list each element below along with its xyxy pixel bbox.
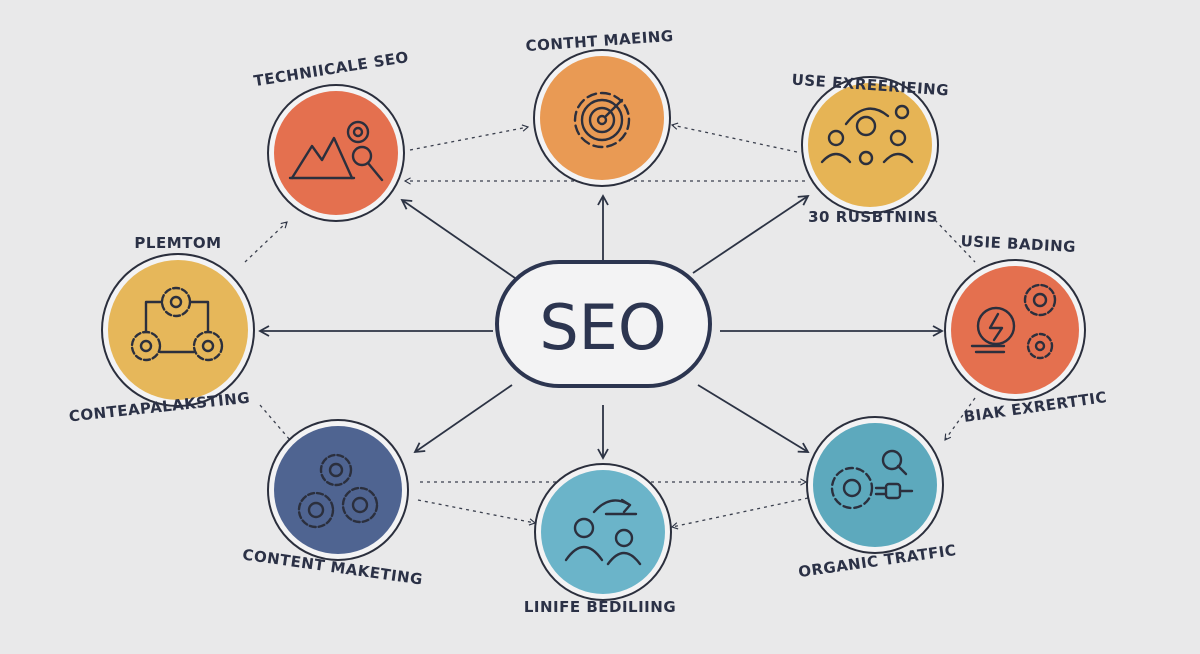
node-left-label-top: PLEMTOM [134,234,221,252]
three-gears-icon [297,453,379,529]
dotted-contentbottom-to-bottom [417,499,537,526]
node-left: PLEMTOM CONTEAPALAKSTING [68,234,255,425]
arrow-to-user-exp [692,194,810,274]
node-bottom-label: LINIFE BEDILIING [524,598,676,616]
node-right: USIE BADING BIAK EXRERTTIC [944,232,1108,426]
arrow-to-technical [400,198,516,279]
node-user-exp-label-bottom: 30 RUSBTNINS [808,208,938,226]
node-content-bottom: CONTENT MAKETING [241,419,424,589]
node-bottom: LINIFE BEDILIING [524,463,676,616]
node-left-circle [108,260,248,400]
dotted-left-to-content-bottom [259,404,291,441]
node-user-experience: USE EXREERIEING 30 RUSBTNINS [791,71,950,226]
seo-hub: SEO [495,260,712,388]
node-content-top: CONTHT MAEING [525,27,674,187]
node-technical-seo: TECHNIICALE SEO [252,48,410,222]
gears-lightning-icon [970,283,1057,360]
node-technical-circle [274,91,398,215]
mountain-gear-search-icon [288,120,384,182]
dotted-left-to-technical [244,221,288,263]
node-right-circle [951,266,1079,394]
node-technical-label: TECHNIICALE SEO [252,48,410,90]
arrow-to-content-bottom [413,384,513,454]
dotted-user-to-content [670,122,798,153]
dotted-technical-to-content [409,124,530,151]
gears-network-icon [130,286,224,362]
people-network-icon [820,104,914,166]
node-content-top-circle [540,56,664,180]
dotted-user-to-right [934,219,976,263]
dotted-organic-to-bottom [670,497,809,530]
node-organic-traffic: ORGANIC TRATFIC [797,416,957,581]
node-organic-circle [813,423,937,547]
dotted-right-to-organic [944,397,976,441]
gear-plug-icon [830,449,914,510]
node-right-label-top: USIE BADING [960,232,1076,256]
gear-target-icon [573,91,631,149]
arrow-to-organic [697,384,810,453]
seo-hub-label: SEO [539,291,666,364]
node-bottom-circle [541,470,665,594]
node-user-exp-circle [808,83,932,207]
people-exchange-icon [564,498,642,566]
node-content-bottom-circle [274,426,402,554]
